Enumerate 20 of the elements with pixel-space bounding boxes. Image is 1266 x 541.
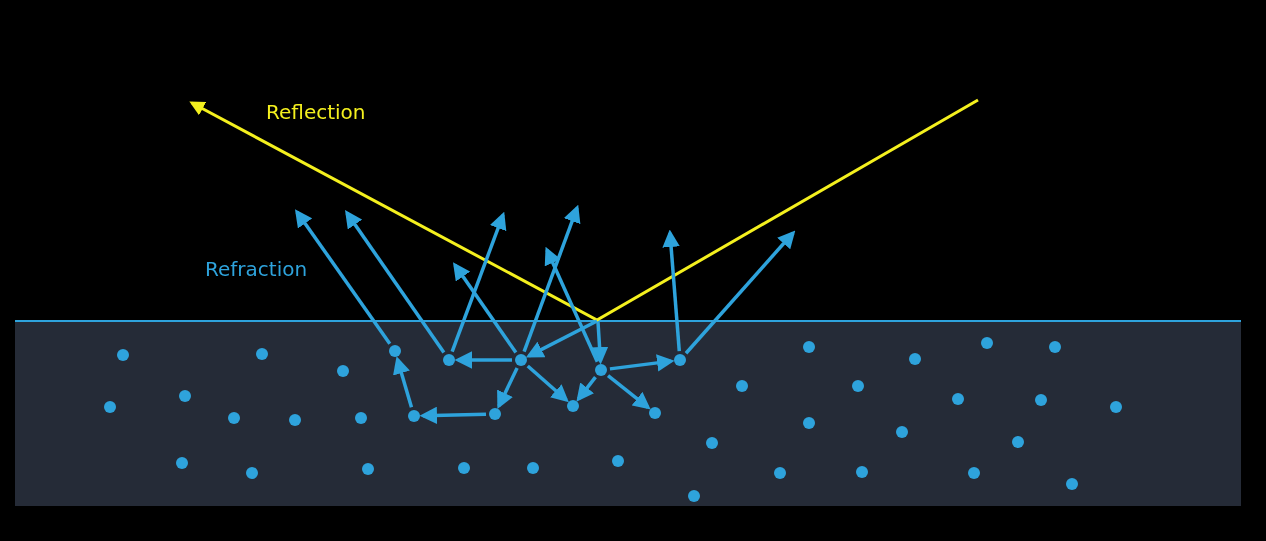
scatter-arrow [393, 356, 414, 408]
scatter-arrow [606, 374, 651, 410]
reflection-label: Reflection [266, 101, 366, 123]
scatter-arrow [662, 229, 682, 352]
scatter-arrow [526, 364, 569, 403]
scatter-arrow [609, 354, 675, 372]
scatter-arrow [453, 262, 518, 354]
scatter-arrow [454, 351, 512, 369]
scatter-arrow [497, 367, 519, 410]
scatter-arrow [590, 321, 609, 365]
scatter-arrow [544, 246, 599, 363]
refraction-label: Refraction [205, 258, 308, 280]
scatter-arrow [684, 230, 796, 355]
scatter-arrow [576, 376, 597, 402]
scatter-arrow [419, 406, 487, 425]
scatter-arrow [525, 319, 598, 358]
scatter-arrow [295, 209, 392, 345]
scatter-arrow [522, 204, 581, 353]
scatter-arrow [345, 210, 446, 354]
scatter-arrow [450, 211, 507, 353]
